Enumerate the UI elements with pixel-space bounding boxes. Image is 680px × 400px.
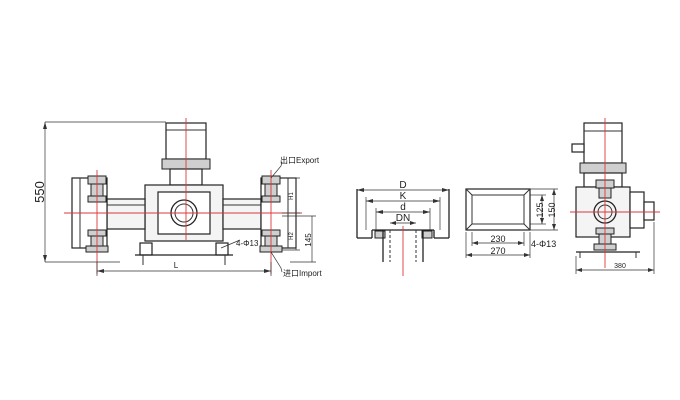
flange-d-outer-label: D — [399, 180, 406, 191]
left-cylinder — [106, 198, 146, 230]
base-bolt-label: 4-Φ13 — [531, 239, 556, 249]
base-view: 230 270 125 150 4-Φ13 — [465, 188, 558, 258]
base-depth-inner-label: 125 — [535, 202, 545, 217]
side-view: 380 — [570, 118, 660, 274]
bolt-label: 4-Φ13 — [236, 239, 259, 248]
length-dimension: L — [96, 261, 272, 276]
height-label: 550 — [32, 181, 47, 203]
flange-d-inner-label: d — [400, 202, 406, 213]
flange-k-label: K — [400, 191, 407, 202]
base-width-outer-label: 270 — [490, 246, 505, 256]
h2-label: H2 — [289, 232, 295, 240]
inlet-label: 进口Import — [283, 269, 322, 278]
h1-label: H1 — [289, 192, 295, 200]
offset-label: 145 — [304, 233, 313, 247]
leaders: 4-Φ13 出口Export 进口Import — [220, 155, 322, 278]
right-cylinder — [222, 198, 262, 230]
length-label: L — [174, 261, 179, 270]
outlet-label: 出口Export — [280, 155, 320, 165]
flange-dn-label: DN — [396, 213, 410, 224]
flange-view: D K d DN — [356, 180, 450, 276]
front-base — [135, 242, 233, 265]
left-pump-head — [71, 175, 109, 253]
height-dimension: 550 — [32, 121, 166, 263]
base-width-inner-label: 230 — [490, 234, 505, 244]
front-view: 550 L H1 H2 145 4-Φ13 — [32, 118, 322, 278]
right-dimensions: H1 H2 145 — [282, 177, 316, 263]
side-width-label: 380 — [614, 263, 626, 270]
base-depth-outer-label: 150 — [547, 202, 557, 217]
